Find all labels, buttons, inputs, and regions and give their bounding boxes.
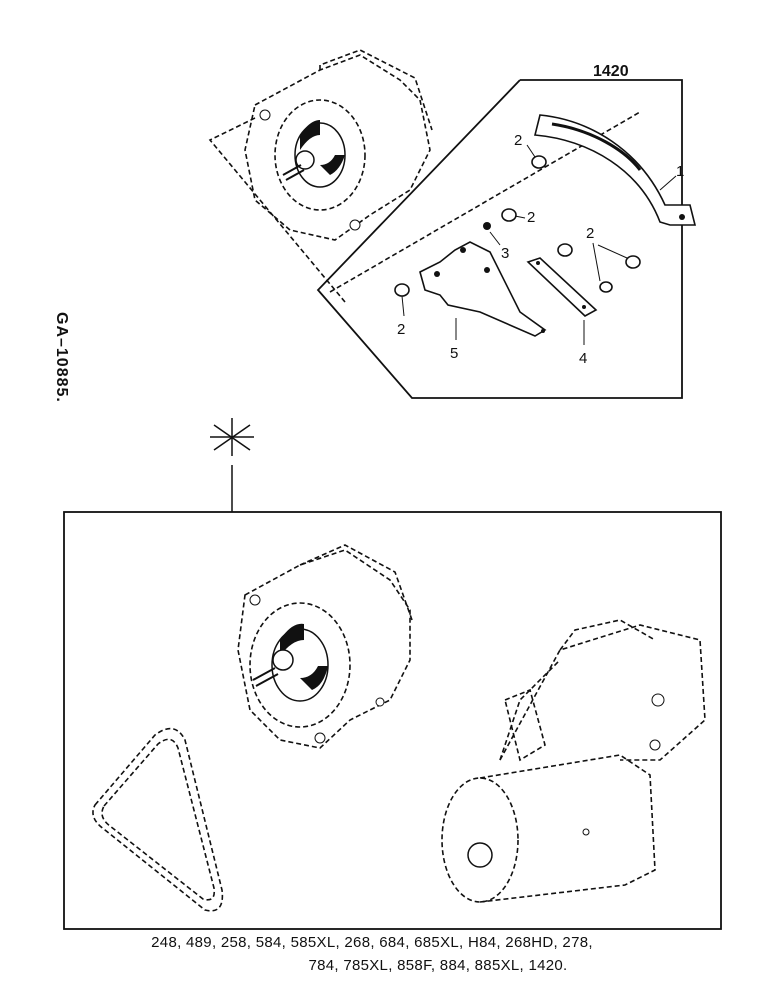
alternator-bottom [237, 544, 413, 749]
top-kit-panel: 1420 [208, 63, 683, 399]
callout-2d: 2 [397, 321, 405, 338]
callout-4: 4 [579, 350, 587, 367]
callout-2c: 2 [586, 225, 594, 242]
asterisk-marker [210, 418, 254, 512]
callout-5: 5 [450, 345, 458, 362]
callout-leaders [401, 144, 677, 345]
adjusting-strap [533, 114, 697, 226]
drive-belt [92, 727, 224, 912]
callout-2b: 2 [527, 209, 535, 226]
spacer-washers [394, 155, 641, 297]
callout-3: 3 [501, 245, 509, 262]
mounting-plate [526, 257, 598, 317]
bottom-kit-panel [63, 511, 722, 930]
model-list-line-1: 248, 489, 258, 584, 585XL, 268, 684, 685… [151, 934, 593, 951]
callout-1: 1 [676, 163, 684, 180]
top-panel-label: 1420 [593, 63, 629, 80]
starter-motor [441, 619, 706, 903]
model-list-line-2: 784, 785XL, 858F, 884, 885XL, 1420. [308, 957, 568, 974]
mounting-bracket [419, 241, 547, 337]
leader-line [208, 117, 346, 303]
top-panel-outline [316, 79, 683, 399]
drawing-reference-code: GA–10885. [53, 312, 70, 403]
callout-2a: 2 [514, 132, 522, 149]
alternator-top [244, 49, 433, 241]
